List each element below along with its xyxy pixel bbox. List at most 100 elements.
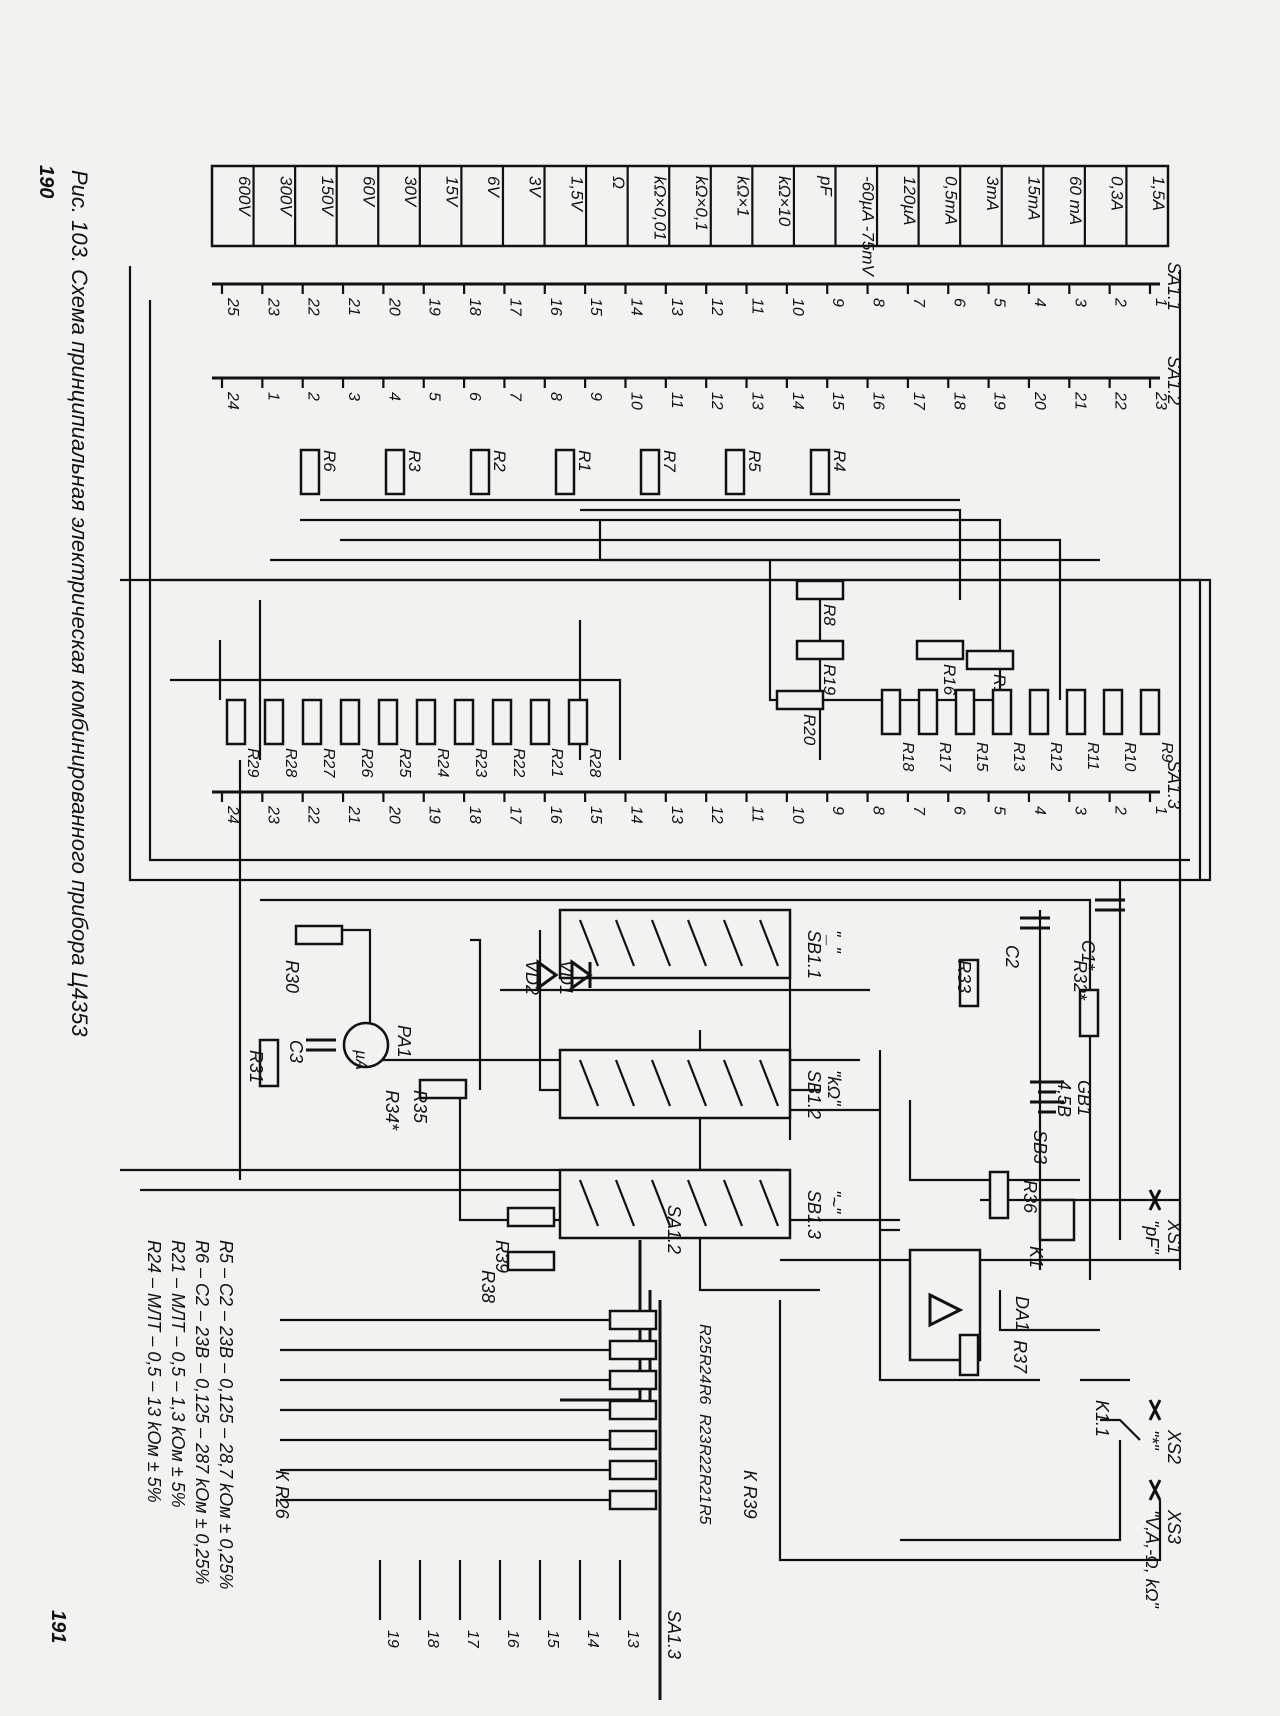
resistor — [965, 649, 1015, 671]
sa13-pin: 24 — [224, 805, 241, 824]
sa13-pin: 12 — [708, 806, 725, 824]
switch-label: SB1.3 — [804, 1190, 824, 1239]
components: C1* C2 R32* R33 R30 R31 µA PA1 C3 R35 R3… — [246, 898, 1184, 1609]
sa13-pin: 18 — [466, 806, 483, 824]
sa11-pin: 20 — [385, 297, 402, 316]
c3-label: C3 — [286, 1040, 306, 1063]
sa11-pin: 8 — [870, 298, 887, 307]
k1-label: K1 — [1026, 1246, 1046, 1268]
detail-pin: 15 — [544, 1630, 561, 1648]
resistor — [225, 698, 247, 746]
sa13-pin: 9 — [829, 806, 846, 815]
xs1-tag: "pF" — [1142, 1220, 1162, 1255]
range-cell: 60 mA — [1066, 176, 1085, 225]
resistor — [795, 639, 845, 661]
resistor — [1065, 688, 1087, 736]
r34-label: R34* — [382, 1090, 402, 1131]
resistor — [608, 1309, 658, 1331]
detail-pin: 17 — [464, 1630, 481, 1649]
sa13-pin: 22 — [305, 805, 322, 824]
resistor-label: R13 — [1010, 742, 1027, 771]
sa11-pin: 14 — [627, 298, 644, 316]
sa11-pin: 13 — [668, 298, 685, 316]
switch-label: SB1.2 — [804, 1070, 824, 1119]
resistor-label: R28 — [282, 748, 299, 777]
sa12-pin: 21 — [1071, 391, 1088, 410]
sa13-pin: 3 — [1071, 806, 1088, 815]
resistor-label: R7 — [660, 450, 679, 472]
pa1-unit: µA — [352, 1049, 369, 1070]
sa11-pin: 23 — [264, 297, 281, 316]
range-cell: 15V — [443, 176, 462, 208]
xs2-label: XS2 — [1164, 1429, 1184, 1464]
resistor — [384, 448, 406, 496]
resistor-label: R19 — [820, 664, 839, 696]
sa11-pin: 22 — [305, 297, 322, 316]
detail-resistor-label: R21 — [696, 1474, 713, 1503]
r30-label: R30 — [282, 960, 302, 993]
r32-label: R32* — [1070, 960, 1090, 1001]
resistor-label: R10 — [1121, 742, 1138, 771]
resistor-label: R20 — [800, 714, 819, 746]
sa12-pin: 9 — [587, 392, 604, 401]
resistor — [415, 698, 437, 746]
resistor-label: R27 — [320, 748, 337, 778]
resistor — [608, 1369, 658, 1391]
sa13-pin: 1 — [1152, 806, 1169, 815]
resistor — [1028, 688, 1050, 736]
button-switches: SB1.1"_"SB1.2"kΩ"SB1.3"~" — [558, 908, 844, 1240]
resistor-label: R26 — [358, 748, 375, 777]
resistor — [1102, 688, 1124, 736]
switch-tag: "kΩ" — [824, 1070, 844, 1107]
sa13-pin: 20 — [385, 805, 402, 824]
range-cell: 3V — [526, 176, 545, 198]
range-cell: kΩ×1 — [734, 176, 753, 217]
sa13-pin: 19 — [426, 806, 443, 824]
component-notes: R5 – C2 – 23В – 0,125 – 28,7 kОм ± 0,25%… — [144, 1240, 236, 1589]
sa13-pin: 6 — [950, 806, 967, 815]
sa13-pin: 4 — [1031, 806, 1048, 815]
resistor — [453, 698, 475, 746]
resistor — [491, 698, 513, 746]
resistor — [263, 698, 285, 746]
detail-resistor-label: R6 — [696, 1384, 713, 1405]
resistor — [1139, 688, 1161, 736]
sa12-pin: 10 — [627, 392, 644, 410]
sa13-pin: 15 — [587, 806, 604, 824]
sa13-pin: 13 — [668, 806, 685, 824]
range-cell: 1,5V — [567, 176, 586, 213]
resistor — [377, 698, 399, 746]
range-cell: 3mA — [983, 176, 1002, 211]
detail-resistor-label: R24 — [696, 1354, 713, 1383]
sa12-pin: 23 — [1152, 391, 1169, 410]
resistor-label: R5 — [745, 450, 764, 472]
sa12-pin: 4 — [385, 392, 402, 401]
range-cell: kΩ×10 — [775, 176, 794, 227]
resistor-label: R9 — [1158, 742, 1175, 763]
range-cell: 600V — [235, 176, 254, 217]
r37-label: R37 — [1010, 1340, 1030, 1374]
resistor-label: R21 — [548, 748, 565, 777]
resistor-label: R1 — [575, 450, 594, 472]
sa13-pin: 17 — [506, 806, 523, 825]
resistor-label: R6 — [320, 450, 339, 472]
resistor-label: R2 — [490, 450, 509, 472]
push-switch — [558, 1168, 792, 1240]
detail-pin: 13 — [624, 1630, 641, 1648]
resistor-label: R15 — [973, 742, 990, 771]
gb1-voltage: 4,5B — [1054, 1080, 1074, 1117]
resistor-label: R4 — [830, 450, 849, 472]
note-line: R24 – МЛТ – 0,5 – 13 kОм ± 5% — [144, 1240, 164, 1503]
detail-pin: 18 — [424, 1630, 441, 1648]
range-cell: 120µA — [900, 176, 919, 226]
sa11-pin: 18 — [466, 298, 483, 316]
resistor — [915, 639, 965, 661]
resistor — [299, 448, 321, 496]
range-cell: 15mA — [1025, 176, 1044, 220]
range-cell: 30V — [401, 176, 420, 208]
sa11-pin: 4 — [1031, 298, 1048, 307]
